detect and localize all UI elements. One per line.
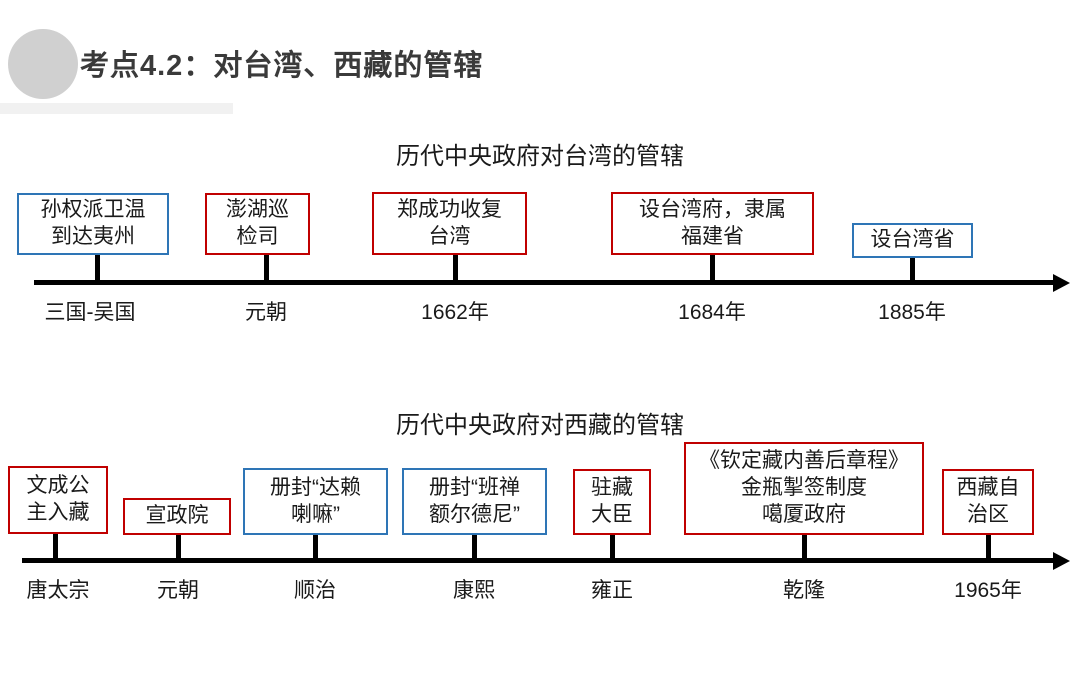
timeline-event-line: 郑成功收复 [397, 197, 502, 221]
timeline-event-line: 金瓶掣签制度 [741, 476, 867, 500]
timeline-axis-label: 元朝 [245, 301, 287, 324]
timeline-event-box: 册封“班禅额尔德尼” [402, 468, 547, 535]
timeline-taiwan-axis [34, 280, 1056, 285]
header-accent-band [0, 103, 233, 114]
timeline-axis-label: 1965年 [954, 579, 1022, 602]
timeline-event-line: 福建省 [681, 224, 744, 248]
timeline-event-line: 《钦定藏内善后章程》 [699, 449, 909, 473]
timeline-event-line: 设台湾省 [870, 228, 955, 252]
timeline-event-box: 册封“达赖喇嘛” [243, 468, 388, 535]
timeline-event-box: 驻藏大臣 [573, 469, 651, 535]
timeline-event-line: 宣政院 [145, 504, 209, 528]
timeline-tick [95, 255, 100, 285]
timeline-axis-label: 唐太宗 [26, 579, 90, 602]
timeline-tick [453, 255, 458, 285]
timeline-event-line: 噶厦政府 [762, 502, 846, 526]
timeline-axis-label: 元朝 [157, 579, 199, 602]
timeline-axis-label: 1684年 [678, 301, 746, 324]
timeline-axis-label: 顺治 [294, 579, 336, 602]
timeline-tick [176, 535, 181, 563]
timeline-axis-label: 1662年 [421, 301, 489, 324]
timeline-tick [472, 535, 477, 563]
timeline-event-line: 额尔德尼” [429, 502, 520, 526]
header-bullet-circle-icon [8, 29, 78, 99]
timeline-axis-label: 乾隆 [783, 579, 825, 602]
timeline-tick [910, 258, 915, 285]
timeline-taiwan-arrow-icon [1053, 274, 1070, 292]
timeline-tibet-axis [22, 558, 1056, 563]
timeline-event-box: 《钦定藏内善后章程》金瓶掣签制度噶厦政府 [684, 442, 924, 535]
timeline-event-box: 西藏自治区 [942, 469, 1034, 535]
timeline-event-line: 大臣 [591, 503, 633, 526]
timeline-event-line: 到达夷州 [51, 225, 135, 248]
timeline-event-line: 文成公 [26, 474, 90, 498]
timeline-event-line: 孙权派卫温 [40, 198, 146, 222]
timeline-axis-label: 1885年 [878, 301, 946, 324]
timeline-event-line: 册封“班禅 [429, 475, 520, 499]
timeline-event-line: 澎湖巡 [226, 198, 289, 222]
timeline-tick [264, 255, 269, 285]
timeline-tibet-title: 历代中央政府对西藏的管辖 [396, 412, 684, 439]
slide-header: 考点4.2：对台湾、西藏的管辖 [0, 0, 1080, 116]
timeline-event-box: 郑成功收复台湾 [372, 192, 527, 255]
timeline-event-line: 主入藏 [26, 501, 90, 524]
timeline-event-line: 设台湾府，隶属 [639, 197, 786, 221]
timeline-tick [53, 534, 58, 563]
timeline-event-line: 册封“达赖 [270, 475, 361, 499]
timeline-event-box: 设台湾府，隶属福建省 [611, 192, 814, 255]
timeline-event-line: 检司 [236, 225, 279, 248]
page-title: 考点4.2：对台湾、西藏的管辖 [80, 50, 484, 82]
timeline-event-box: 文成公主入藏 [8, 466, 108, 534]
timeline-axis-label: 康熙 [453, 579, 495, 602]
timeline-event-box: 澎湖巡检司 [205, 193, 310, 255]
timeline-tick [610, 535, 615, 563]
timeline-tick [710, 255, 715, 285]
timeline-tick [986, 535, 991, 563]
timeline-event-box: 孙权派卫温到达夷州 [17, 193, 169, 255]
timeline-event-box: 设台湾省 [852, 223, 973, 258]
timeline-event-line: 西藏自 [956, 476, 1020, 500]
timeline-tibet-arrow-icon [1053, 552, 1070, 570]
timeline-event-line: 治区 [967, 503, 1009, 526]
timeline-taiwan-title: 历代中央政府对台湾的管辖 [396, 143, 684, 170]
timeline-event-line: 台湾 [428, 224, 471, 248]
timeline-event-line: 驻藏 [591, 476, 633, 500]
timeline-event-line: 喇嘛” [291, 502, 340, 526]
timeline-tick [802, 535, 807, 563]
timeline-tick [313, 535, 318, 563]
timeline-axis-label: 雍正 [591, 579, 633, 602]
timeline-event-box: 宣政院 [123, 498, 231, 535]
timeline-axis-label: 三国-吴国 [44, 301, 136, 324]
